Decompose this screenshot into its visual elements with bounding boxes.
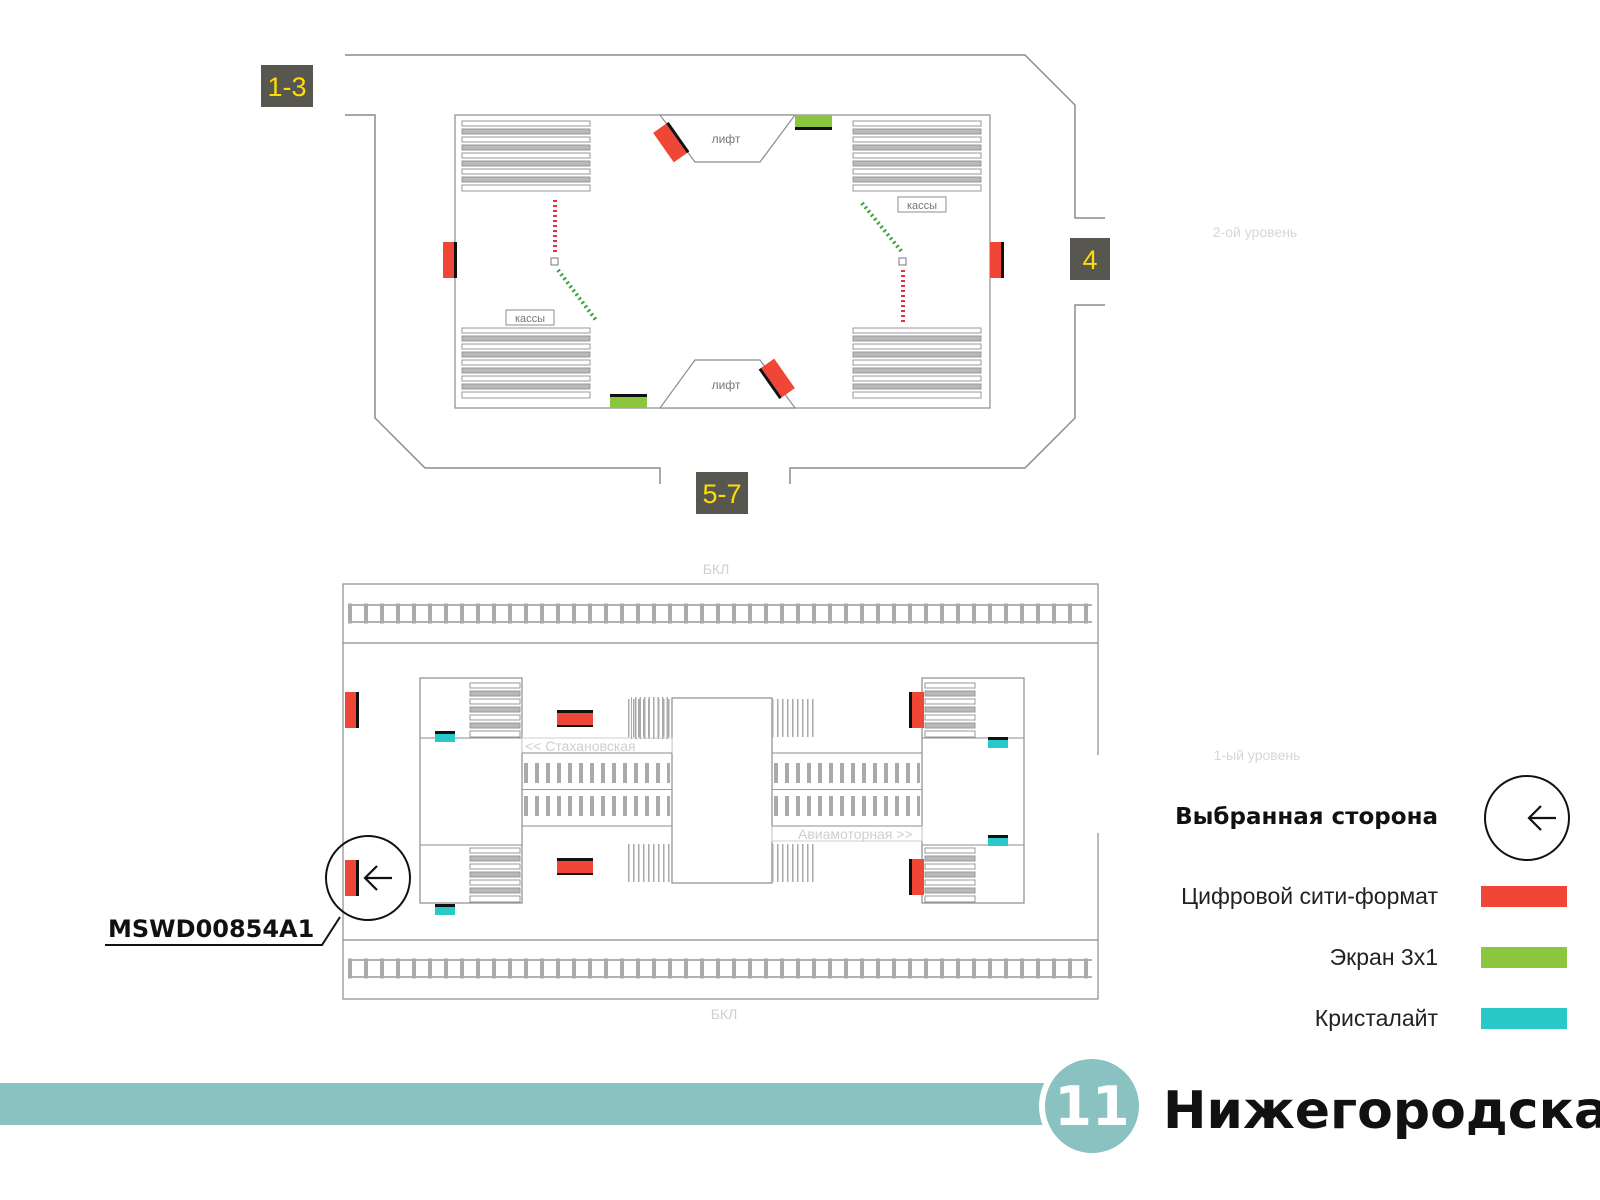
legend-selected-side-icon	[1484, 775, 1570, 861]
track-bottom	[348, 958, 1092, 979]
legend-item-label-0: Цифровой сити-формат	[1181, 883, 1438, 909]
digital-city-format-l3[interactable]	[557, 858, 593, 875]
direction-right-label: Авиамоторная >>	[798, 826, 913, 842]
svg-text:5-7: 5-7	[702, 479, 741, 509]
ticket-office-ne	[897, 196, 947, 213]
cristalight-l2[interactable]	[435, 904, 455, 915]
legend-swatch-cristalight	[1481, 1008, 1567, 1029]
digital-city-format-u3[interactable]	[443, 242, 457, 278]
digital-city-format-l5[interactable]	[909, 859, 924, 895]
lower-level-plan: БКЛ БКЛ	[105, 561, 1300, 1022]
legend-item-label-2: Кристалайт	[1315, 1005, 1439, 1031]
line-number-badge	[1039, 1053, 1145, 1159]
ticket-office-sw	[505, 309, 555, 326]
inner-track-right	[772, 752, 922, 827]
upper-level-label: 2-ой уровень	[1213, 224, 1297, 240]
selected-side-marker[interactable]	[325, 835, 411, 921]
station-name: Нижегородская	[1163, 1081, 1600, 1141]
exit-badge-5-7: 5-7	[696, 472, 748, 514]
digital-city-format-u2[interactable]	[758, 358, 795, 400]
lower-level-label: 1-ый уровень	[1214, 747, 1301, 763]
stairs-upper-sw	[461, 327, 591, 399]
legend-arrow-left-icon	[1527, 805, 1556, 831]
digital-city-format-l4[interactable]	[909, 692, 924, 728]
stairs-upper-nw	[461, 120, 591, 192]
callout-leader-line	[105, 916, 341, 946]
turnstile-line-right-green	[860, 201, 904, 254]
elevator-top-label: лифт	[712, 132, 741, 146]
svg-text:1-3: 1-3	[267, 72, 306, 102]
cristalight-l1[interactable]	[435, 731, 455, 742]
screen-3x1-u1[interactable]	[795, 115, 832, 130]
inner-track-left	[522, 752, 672, 827]
stairs-upper-ne	[852, 120, 982, 192]
elevator-bottom-label: лифт	[712, 378, 741, 392]
svg-text:4: 4	[1082, 245, 1097, 275]
digital-city-format-l1[interactable]	[345, 692, 359, 728]
track-top	[348, 603, 1092, 624]
legend-swatch-digital-city-format	[1481, 886, 1567, 907]
ticket-office-sw-label: кассы	[515, 313, 545, 325]
turnstile-post-right	[898, 257, 907, 266]
digital-city-format-u1[interactable]	[653, 121, 690, 163]
cristalight-l3[interactable]	[988, 737, 1008, 748]
digital-city-format-l2[interactable]	[557, 710, 593, 727]
stairs-upper-se	[852, 327, 982, 399]
upper-hall-outline-right	[789, 304, 1105, 484]
legend-selected-side-label: Выбранная сторона	[1175, 804, 1438, 830]
central-hall	[671, 697, 773, 884]
upper-level-plan: лифт лифт кассы кассы	[261, 54, 1297, 514]
line-number: 11	[1054, 1075, 1129, 1138]
legend-swatch-screen-3x1	[1481, 947, 1567, 968]
line-label-bottom: БКЛ	[711, 1006, 738, 1022]
arrow-left-icon	[363, 865, 392, 891]
exit-badge-4: 4	[1070, 238, 1110, 280]
exit-badge-1-3: 1-3	[261, 65, 313, 107]
cristalight-l4[interactable]	[988, 835, 1008, 846]
selected-panel-id: MSWD00854A1	[108, 915, 314, 943]
screen-3x1-u2[interactable]	[610, 394, 647, 408]
line-label-top: БКЛ	[703, 561, 730, 577]
turnstile-line-left-green	[556, 268, 598, 322]
ticket-office-ne-label: кассы	[907, 200, 937, 212]
legend: Выбранная сторона Цифровой сити-формат Э…	[1175, 775, 1570, 1031]
direction-left-label: << Стахановская	[525, 738, 636, 754]
upper-hall-outline	[345, 54, 1105, 219]
turnstile-post-left	[550, 257, 559, 266]
station-footer: 11 Нижегородская	[0, 1053, 1600, 1159]
legend-item-label-1: Экран 3х1	[1330, 944, 1438, 970]
digital-city-format-u4[interactable]	[990, 242, 1004, 278]
metro-line-bar	[0, 1083, 1050, 1125]
upper-hall-outline-bottom	[345, 114, 661, 484]
digital-city-format-selected[interactable]	[345, 860, 359, 896]
